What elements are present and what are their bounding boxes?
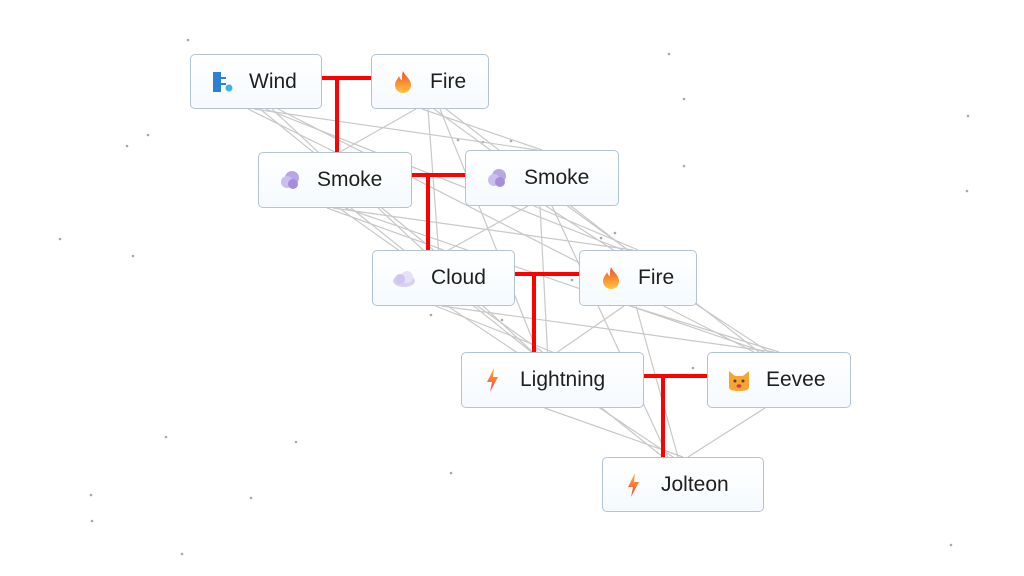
recipe-connectors [322, 76, 707, 457]
background-speck [164, 435, 168, 439]
gray-edges [247, 108, 780, 458]
gray-edge [544, 407, 684, 458]
cat-icon [726, 367, 752, 393]
node-label: Eevee [766, 368, 826, 391]
background-speck [599, 236, 603, 240]
background-speck [89, 493, 93, 497]
node-label: Fire [430, 69, 467, 93]
gray-edge [265, 108, 624, 251]
background-speck [500, 318, 504, 322]
lightning-icon [480, 367, 506, 393]
gray-edge [271, 108, 533, 353]
background-speck [180, 552, 184, 556]
background-speck [90, 519, 94, 523]
background-speck [613, 231, 617, 235]
smoke-icon [277, 167, 303, 193]
background-speck [965, 189, 969, 193]
node-wind[interactable]: Wind [190, 54, 322, 109]
background-speck [509, 139, 513, 143]
gray-edge [441, 305, 775, 353]
gray-edge [332, 207, 634, 251]
background-speck [249, 496, 253, 500]
gray-edge [687, 407, 766, 458]
node-eevee[interactable]: Eevee [707, 352, 851, 408]
node-label: Lightning [520, 368, 606, 391]
node-jolteon[interactable]: Jolteon [602, 457, 764, 512]
background-speck [667, 52, 671, 56]
fire-icon [390, 69, 416, 95]
gray-edge [277, 108, 755, 353]
gray-edge [448, 205, 529, 251]
background-speck [146, 133, 150, 137]
gray-edge [326, 207, 444, 251]
background-dots [58, 38, 970, 556]
node-fire[interactable]: Fire [579, 250, 697, 306]
background-speck [682, 164, 686, 168]
gray-edge [344, 207, 765, 353]
background-speck [125, 144, 129, 148]
node-lightning[interactable]: Lightning [461, 352, 644, 408]
cloud-icon [391, 265, 417, 291]
wind-icon [209, 69, 235, 95]
background-speck [58, 237, 62, 241]
gray-edge [247, 108, 336, 153]
fire-icon [598, 265, 624, 291]
background-speck [449, 471, 453, 475]
node-cloud[interactable]: Cloud [372, 250, 515, 306]
gray-edge [339, 108, 417, 153]
background-speck [131, 254, 135, 258]
gray-edge [427, 108, 440, 251]
node-label: Smoke [524, 166, 590, 189]
gray-edge [629, 305, 780, 353]
background-speck [186, 38, 190, 42]
smoke-icon [484, 165, 510, 191]
background-speck [682, 97, 686, 101]
gray-edge [539, 205, 549, 353]
background-speck [456, 138, 460, 142]
background-speck [949, 543, 953, 547]
gray-edge [551, 205, 669, 458]
gray-edge [439, 108, 539, 353]
node-fire[interactable]: Fire [371, 54, 489, 109]
gray-edge [253, 108, 538, 151]
gray-edge [533, 205, 639, 251]
node-label: Smoke [317, 168, 383, 191]
background-speck [966, 114, 970, 118]
gray-edge [421, 108, 543, 151]
node-label: Wind [249, 69, 297, 93]
lightning-icon [621, 472, 647, 498]
background-speck [691, 366, 695, 370]
gray-edge [557, 305, 625, 353]
node-label: Fire [638, 266, 675, 289]
node-smoke[interactable]: Smoke [465, 150, 619, 206]
background-speck [570, 278, 574, 282]
background-speck [429, 313, 433, 317]
gray-edge [635, 305, 679, 458]
background-speck [294, 440, 298, 444]
node-label: Jolteon [661, 472, 729, 496]
node-label: Cloud [431, 266, 486, 289]
node-smoke[interactable]: Smoke [258, 152, 412, 208]
